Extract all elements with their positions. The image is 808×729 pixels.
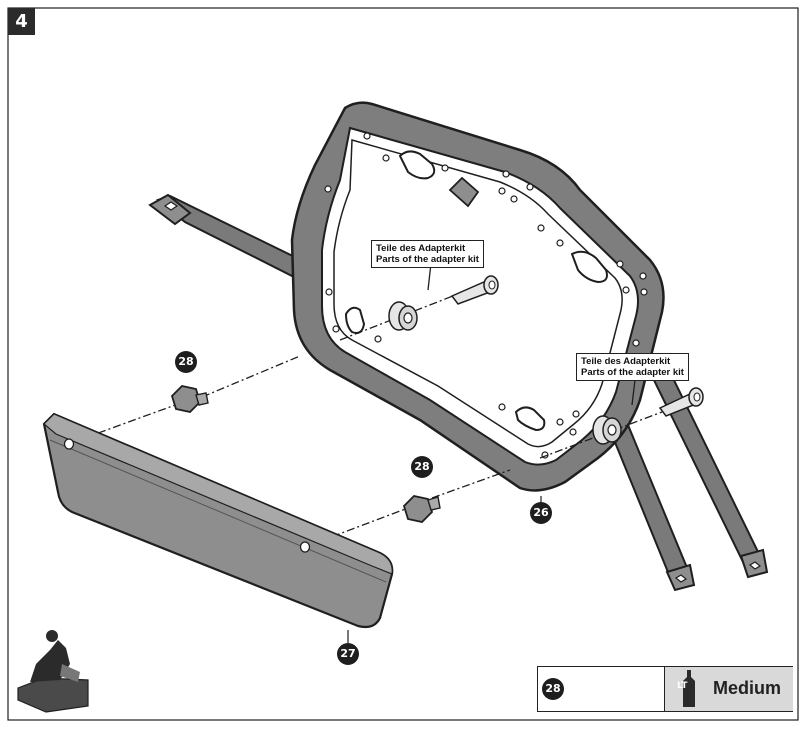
- legend-part-number: 28: [542, 678, 564, 700]
- page-border: [7, 7, 799, 721]
- left-strut: [148, 193, 307, 282]
- part-number-27: 27: [337, 643, 359, 665]
- motorcycle-rider-icon: [17, 630, 89, 713]
- threadlocker-bottle-icon: [683, 670, 695, 707]
- part-number-26: 26: [530, 502, 552, 524]
- part-number-28-left: 28: [175, 351, 197, 373]
- mounting-plate: [42, 412, 394, 629]
- threadlocker-icon-text: LT: [677, 681, 688, 691]
- step-number-badge: 4: [8, 8, 35, 35]
- adapter-kit-right: [592, 379, 704, 445]
- spacer-bolt-middle: [402, 495, 441, 523]
- callout-english-label: Parts of the adapter kit: [581, 367, 684, 378]
- adapter-kit-callout-right: Teile des Adapterkit Parts of the adapte…: [576, 353, 689, 381]
- spacer-bolt-left: [170, 385, 209, 413]
- part-number-28-middle: 28: [411, 456, 433, 478]
- threadlocker-legend: 28 LT Medium: [537, 666, 793, 712]
- threadlocker-strength-label: Medium: [713, 678, 782, 698]
- threadlocker-panel: LT Medium: [664, 667, 793, 711]
- callout-german-label: Teile des Adapterkit: [581, 356, 671, 367]
- callout-german-label: Teile des Adapterkit: [376, 243, 466, 254]
- adapter-kit-callout-top: Teile des Adapterkit Parts of the adapte…: [371, 240, 484, 268]
- right-struts: [608, 366, 769, 592]
- callout-english-label: Parts of the adapter kit: [376, 254, 479, 265]
